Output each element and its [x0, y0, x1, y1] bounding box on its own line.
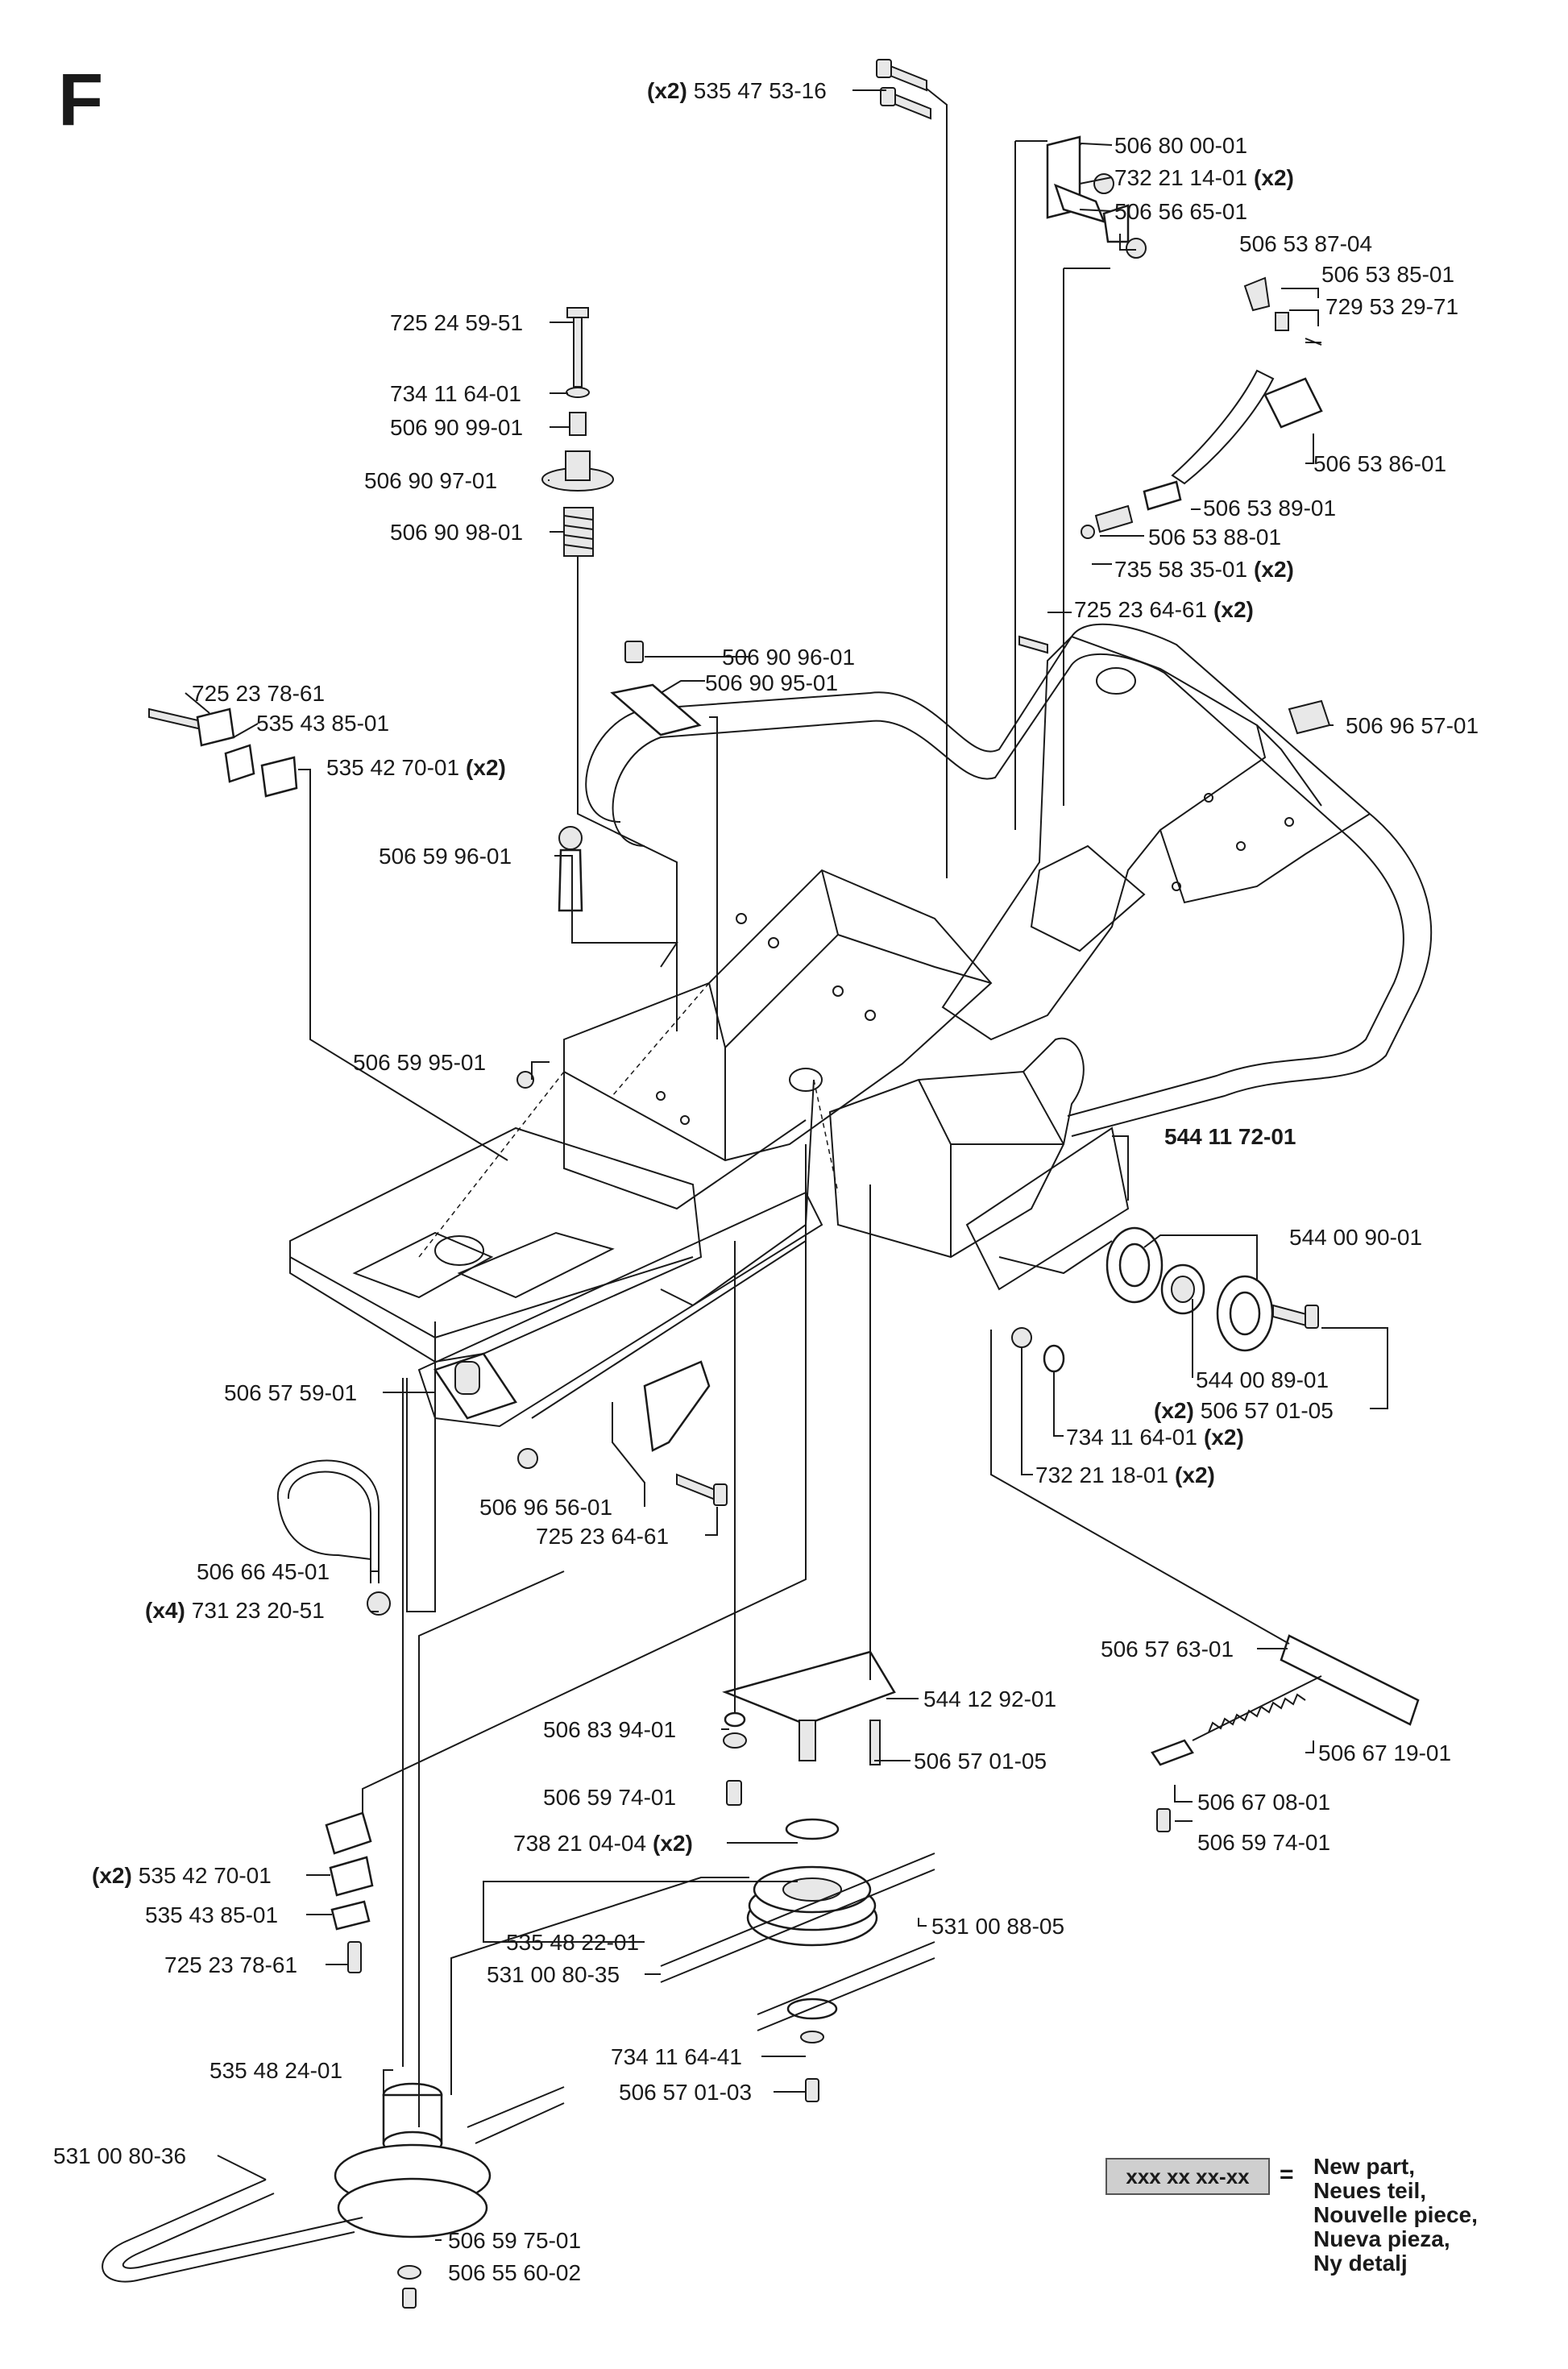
callout-18: 506 90 96-01	[722, 645, 855, 670]
callout-36: (x4)731 23 20-51	[145, 1598, 325, 1623]
callout-43: 506 67 08-01	[1197, 1790, 1330, 1815]
legend-equals: =	[1280, 2161, 1294, 2188]
callout-17: 506 90 98-01	[390, 520, 523, 545]
callout-5: 506 53 87-04	[1239, 231, 1372, 256]
callout-27: 544 00 90-01	[1289, 1225, 1422, 1250]
new-part-legend-box: xxx xx xx-xx	[1105, 2158, 1270, 2195]
callout-11: 735 58 35-01(x2)	[1114, 557, 1294, 582]
callout-labels: (x2)535 47 53-16 506 80 00-01 732 21 14-…	[53, 78, 1479, 2285]
callout-49: 531 00 88-05	[931, 1914, 1064, 1939]
callout-41: 506 67 19-01	[1318, 1740, 1451, 1765]
legend-line: Nouvelle piece,	[1313, 2202, 1478, 2227]
legend-line: Nueva pieza,	[1313, 2226, 1450, 2251]
legend-line: New part,	[1313, 2154, 1416, 2179]
callout-52: 734 11 64-41	[611, 2044, 742, 2069]
main-frame-drawing	[289, 623, 1433, 1428]
leader-lines	[185, 88, 1388, 2241]
section-letter: F	[58, 59, 104, 141]
callout-37: 506 57 63-01	[1101, 1637, 1234, 1662]
callout-40: 506 57 01-05	[914, 1749, 1047, 1774]
callout-13: 725 24 59-51	[390, 310, 523, 335]
callout-6: 506 53 85-01	[1321, 262, 1454, 287]
callout-55: 531 00 80-36	[53, 2143, 186, 2168]
callout-10: 506 53 88-01	[1148, 525, 1281, 550]
callout-1: (x2)535 47 53-16	[647, 78, 827, 103]
callout-23: 535 42 70-01(x2)	[326, 755, 506, 780]
callout-8: 506 53 86-01	[1313, 451, 1446, 476]
callout-21: 725 23 78-61	[192, 681, 325, 706]
callout-34: 725 23 64-61	[536, 1524, 669, 1549]
callout-25: 506 59 95-01	[353, 1050, 486, 1075]
callout-20: 506 96 57-01	[1346, 713, 1479, 738]
callout-57: 506 55 60-02	[448, 2260, 581, 2285]
callout-56: 506 59 75-01	[448, 2228, 581, 2253]
callout-47: 535 43 85-01	[145, 1902, 278, 1927]
legend-line: Neues teil,	[1313, 2178, 1427, 2203]
callout-29: (x2)506 57 01-05	[1154, 1398, 1334, 1423]
callout-28: 544 00 89-01	[1196, 1367, 1329, 1392]
callout-2: 506 80 00-01	[1114, 133, 1247, 158]
callout-30: 734 11 64-01(x2)	[1066, 1425, 1244, 1450]
callout-19: 506 90 95-01	[705, 670, 838, 695]
callout-26: 544 11 72-01	[1164, 1124, 1296, 1149]
callout-44: 506 59 74-01	[1197, 1830, 1330, 1855]
callout-12: 725 23 64-61(x2)	[1074, 597, 1254, 622]
callout-31: 732 21 18-01(x2)	[1035, 1462, 1215, 1487]
callout-54: 535 48 24-01	[209, 2058, 342, 2083]
callout-33: 506 96 56-01	[479, 1495, 612, 1520]
callout-3: 732 21 14-01(x2)	[1114, 165, 1294, 190]
callout-32: 506 57 59-01	[224, 1380, 357, 1405]
callout-35: 506 66 45-01	[197, 1559, 330, 1584]
callout-42: 506 59 74-01	[543, 1785, 676, 1810]
callout-51: 531 00 80-35	[487, 1962, 620, 1987]
callout-38: 544 12 92-01	[923, 1687, 1056, 1711]
callout-46: (x2)535 42 70-01	[92, 1863, 272, 1888]
callout-22: 535 43 85-01	[256, 711, 389, 736]
callout-16: 506 90 97-01	[364, 468, 497, 493]
new-part-legend-text: New part, Neues teil, Nouvelle piece, Nu…	[1313, 2155, 1478, 2276]
callout-50: 725 23 78-61	[164, 1952, 297, 1977]
small-parts	[102, 59, 1420, 2309]
callout-14: 734 11 64-01	[390, 381, 521, 406]
callout-24: 506 59 96-01	[379, 844, 512, 869]
legend-line: Ny detalj	[1313, 2251, 1408, 2276]
callout-53: 506 57 01-03	[619, 2080, 752, 2105]
callout-48: 535 48 22-01	[506, 1930, 639, 1955]
callout-39: 506 83 94-01	[543, 1717, 676, 1742]
callout-9: 506 53 89-01	[1203, 496, 1336, 521]
callout-15: 506 90 99-01	[390, 415, 523, 440]
callout-7: 729 53 29-71	[1325, 294, 1458, 319]
callout-4: 506 56 65-01	[1114, 199, 1247, 224]
callout-45: 738 21 04-04(x2)	[513, 1831, 693, 1856]
